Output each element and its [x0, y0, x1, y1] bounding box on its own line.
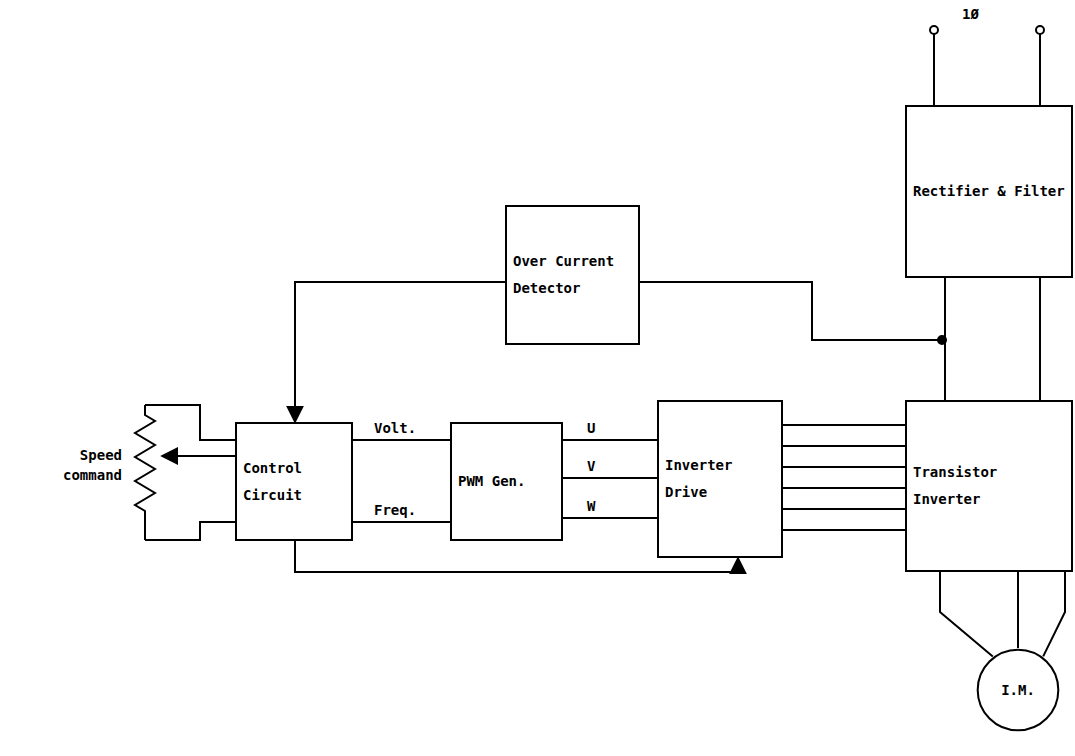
rectifier-box: Rectifier & Filter — [905, 105, 1073, 278]
signal-wire — [1043, 572, 1065, 656]
signal-wire — [1039, 278, 1041, 400]
signal-name: V — [585, 458, 597, 475]
signal-wire — [1017, 572, 1019, 648]
pwm-box: PWM Gen. — [450, 422, 563, 541]
driver-box: Inverter Drive — [657, 400, 783, 558]
connector-group — [295, 278, 1065, 656]
signal-wire — [944, 278, 946, 400]
block-label: Transistor Inverter — [913, 459, 1065, 512]
signal-wire — [563, 517, 657, 519]
signal-name: W — [585, 498, 597, 515]
block-label: Over Current Detector — [513, 248, 632, 301]
block-label: PWM Gen. — [458, 468, 555, 495]
signal-name: Volt. — [372, 420, 418, 437]
motor-circle: I.M. — [976, 648, 1060, 732]
signal-wire — [940, 572, 993, 656]
detector-box: Over Current Detector — [505, 205, 640, 345]
current-sense-wire — [640, 282, 946, 344]
signal-wire — [783, 529, 905, 531]
signal-name: Freq. — [372, 502, 418, 519]
signal-wire — [563, 439, 657, 441]
signal-name: U — [585, 420, 597, 437]
phase-label: 1Ø — [960, 6, 981, 23]
signal-wire — [783, 508, 905, 510]
signal-wire — [353, 521, 450, 523]
inverter-box: Transistor Inverter — [905, 400, 1073, 572]
supply-terminals — [930, 26, 1044, 105]
speed-potentiometer — [135, 405, 235, 540]
control-box: Control Circuit — [235, 422, 353, 541]
command-label: Speed command — [28, 446, 124, 485]
block-label: Control Circuit — [243, 455, 345, 508]
signal-wire — [783, 487, 905, 489]
signal-wire — [563, 477, 657, 479]
signal-wire — [783, 445, 905, 447]
block-label: Rectifier & Filter — [913, 178, 1065, 205]
signal-wire — [783, 466, 905, 468]
signal-wire — [783, 424, 905, 426]
block-label: I.M. — [1001, 677, 1035, 704]
signal-wire — [353, 439, 450, 441]
block-label: Inverter Drive — [665, 452, 775, 505]
signal-wire — [295, 282, 505, 422]
